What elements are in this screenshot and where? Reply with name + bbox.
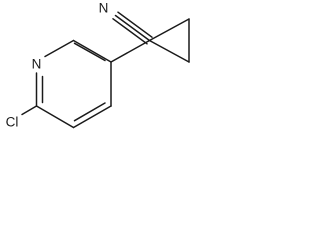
- pyridine-ring: [35, 39, 112, 129]
- ring-link-bond: [110, 39, 151, 63]
- chlorine-label: Cl: [6, 115, 19, 130]
- chloro-bond: [21, 105, 38, 116]
- nitrile-nitrogen-label: N: [99, 1, 109, 16]
- nitrile-triple-bond: [112, 11, 153, 45]
- cyclopropane-ring: [148, 18, 190, 63]
- pyridine-nitrogen-label: N: [32, 57, 42, 72]
- chemical-structure: N N Cl: [6, 1, 190, 130]
